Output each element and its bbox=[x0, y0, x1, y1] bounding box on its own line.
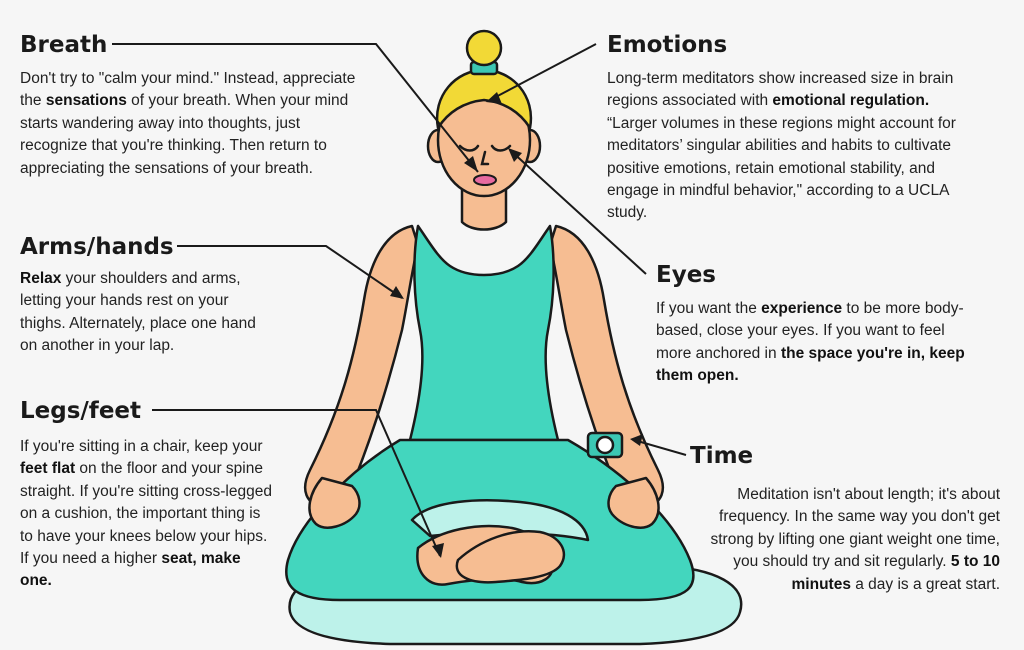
time-emphasis: 5 to 10 minutes bbox=[791, 553, 1000, 593]
time-text-2: a day is a great start. bbox=[850, 575, 1000, 593]
breath-text-2: of your breath. When your mind starts wa… bbox=[20, 92, 349, 177]
emotions-emphasis: emotional regulation. bbox=[772, 92, 930, 110]
eyes-pointer bbox=[509, 149, 647, 275]
breath-title: Breath bbox=[20, 32, 108, 58]
breath-arrowhead bbox=[464, 156, 478, 172]
legs-emphasis-2: seat, make one. bbox=[20, 550, 241, 590]
arms-pointer bbox=[177, 245, 403, 299]
eyes-emphasis-2: the space you're in, keep them open. bbox=[656, 344, 965, 385]
emotions-pointer bbox=[489, 43, 597, 101]
right-hand bbox=[607, 476, 660, 529]
emotions-title: Emotions bbox=[607, 32, 728, 58]
arms-emphasis: Relax bbox=[20, 270, 62, 287]
time-pointer bbox=[633, 439, 687, 456]
hair bbox=[435, 68, 533, 130]
eyes-text-2: to be more body-based, close your eyes. … bbox=[656, 300, 964, 362]
eyes-arrowhead bbox=[508, 148, 522, 162]
nose bbox=[480, 150, 490, 166]
emotions-text-1: Long-term meditators show increased size… bbox=[607, 70, 954, 110]
hair-bun bbox=[465, 29, 503, 67]
eyes-emphasis-1: experience bbox=[761, 300, 843, 317]
time-text-1: Meditation isn't about length; it's abou… bbox=[710, 486, 1000, 571]
eyes-text-1: If you want the bbox=[656, 300, 762, 317]
breath-emphasis: sensations bbox=[45, 92, 127, 110]
right-closed-eye bbox=[490, 144, 512, 152]
eyes-text: If you want the experience to be more bo… bbox=[656, 298, 974, 388]
eyes-title: Eyes bbox=[656, 262, 716, 288]
arms-title: Arms/hands bbox=[20, 234, 174, 260]
arms-arrowhead bbox=[390, 286, 404, 299]
time-title: Time bbox=[690, 443, 754, 469]
legs-text-1: If you're sitting in a chair, keep your bbox=[20, 438, 263, 455]
breath-text: Don't try to "calm your mind." Instead, … bbox=[20, 68, 370, 180]
legs-title: Legs/feet bbox=[20, 398, 142, 424]
breath-text-1: Don't try to "calm your mind." Instead, … bbox=[20, 70, 356, 110]
arms-text: Relax your shoulders and arms, letting y… bbox=[20, 268, 272, 358]
breath-pointer bbox=[112, 43, 479, 173]
time-arrowhead bbox=[630, 434, 643, 446]
legs-text-2: on the floor and your spine straight. If… bbox=[20, 460, 272, 568]
legs-pointer bbox=[152, 409, 441, 557]
lips bbox=[473, 174, 497, 186]
right-foot bbox=[455, 530, 566, 584]
watch-face bbox=[595, 435, 615, 455]
arms-text-1: your shoulders and arms, letting your ha… bbox=[20, 270, 256, 355]
time-text: Meditation isn't about length; it's abou… bbox=[704, 484, 1000, 596]
tank-top bbox=[408, 224, 560, 442]
left-hand bbox=[308, 476, 361, 529]
legs-emphasis-1: feet flat bbox=[20, 460, 76, 478]
legs-arrowhead bbox=[432, 543, 444, 558]
legs-text: If you're sitting in a chair, keep your … bbox=[20, 436, 274, 593]
emotions-text: Long-term meditators show increased size… bbox=[607, 68, 969, 225]
emotions-text-2: “Larger volumes in these regions might a… bbox=[607, 114, 956, 222]
emotions-arrowhead bbox=[486, 92, 502, 104]
left-closed-eye bbox=[458, 144, 480, 152]
